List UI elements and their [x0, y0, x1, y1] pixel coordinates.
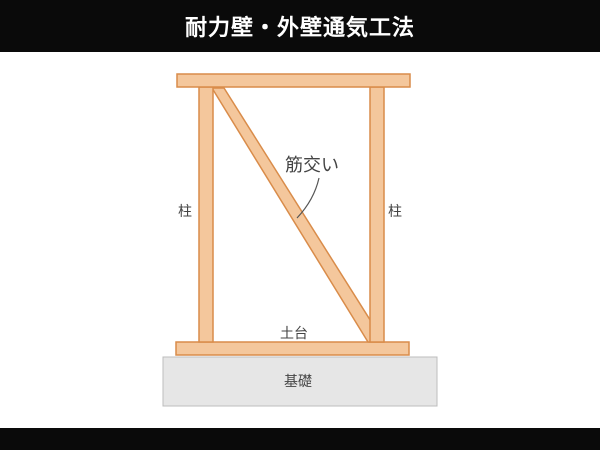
sill-label: 土台	[280, 326, 308, 342]
pillar-right-label: 柱	[388, 204, 402, 220]
brace-label: 筋交い	[285, 155, 339, 176]
foundation-block	[162, 356, 438, 407]
brace-leader-line	[296, 177, 320, 219]
bottom-bar	[0, 428, 600, 450]
diagonal-brace	[211, 87, 385, 343]
sill-beam	[175, 341, 410, 356]
page-title: 耐力壁・外壁通気工法	[184, 16, 415, 41]
pillar-left-label: 柱	[178, 204, 192, 220]
top-beam	[176, 73, 411, 88]
right-pillar	[369, 86, 385, 343]
title-bar: 耐力壁・外壁通気工法	[0, 0, 600, 52]
foundation-label: 基礎	[284, 373, 312, 390]
left-pillar	[198, 86, 214, 343]
